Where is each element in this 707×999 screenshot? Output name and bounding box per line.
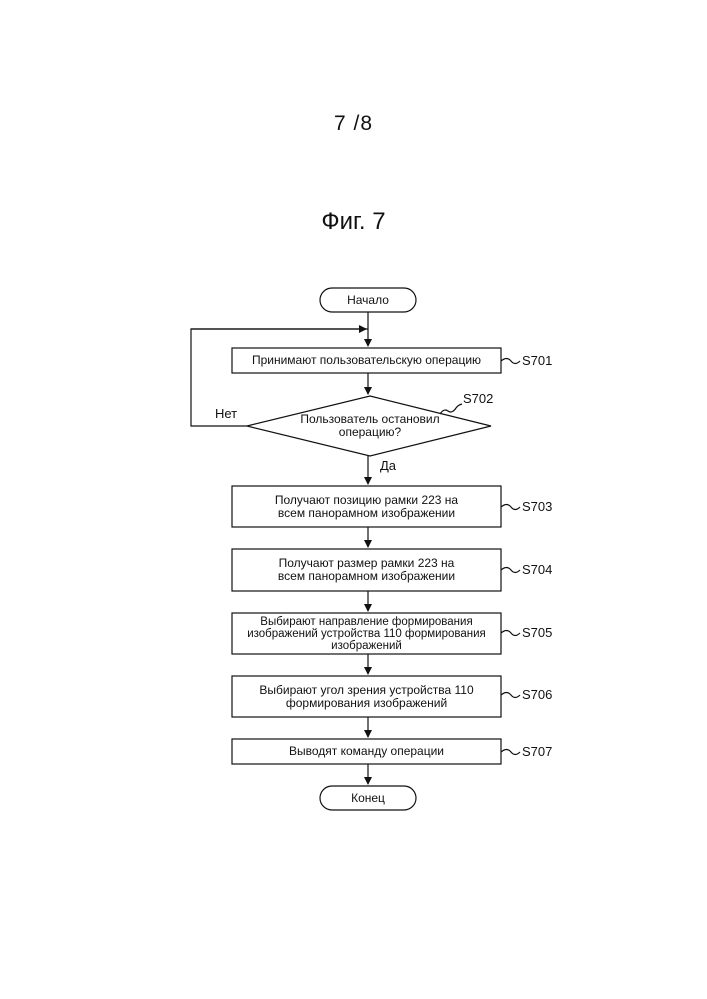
- step-line: Выбирают угол зрения устройства 110: [259, 684, 473, 697]
- step-text-s703: Получают позицию рамки 223 на всем панор…: [232, 486, 501, 527]
- step-line: Получают позицию рамки 223 на: [275, 494, 458, 507]
- step-line: всем панорамном изображении: [278, 570, 455, 583]
- start-label: Начало: [320, 288, 416, 312]
- yes-branch-label: Да: [380, 458, 396, 473]
- step-text-s706: Выбирают угол зрения устройства 110 форм…: [232, 676, 501, 717]
- step-line: Принимают пользовательскую операцию: [252, 354, 481, 367]
- step-text-s702: Пользователь остановил операцию?: [280, 410, 460, 442]
- step-id-s702: S702: [463, 391, 493, 406]
- step-line: изображений: [331, 640, 402, 652]
- step-line: Выводят команду операции: [289, 745, 444, 758]
- step-id-s705: S705: [522, 625, 552, 640]
- no-branch-label: Нет: [215, 406, 237, 421]
- step-text-s701: Принимают пользовательскую операцию: [232, 348, 501, 373]
- step-line: всем панорамном изображении: [278, 507, 455, 520]
- step-id-s704: S704: [522, 562, 552, 577]
- step-text-s705: Выбирают направление формирования изобра…: [232, 613, 501, 654]
- step-id-s701: S701: [522, 353, 552, 368]
- end-label: Конец: [320, 786, 416, 810]
- step-line: операцию?: [339, 426, 401, 439]
- step-line: формирования изображений: [286, 697, 447, 710]
- step-id-s707: S707: [522, 744, 552, 759]
- step-id-s703: S703: [522, 499, 552, 514]
- step-text-s707: Выводят команду операции: [232, 739, 501, 764]
- step-id-s706: S706: [522, 687, 552, 702]
- step-line: Выбирают направление формирования: [260, 616, 472, 628]
- step-text-s704: Получают размер рамки 223 на всем панора…: [232, 549, 501, 591]
- step-line: изображений устройства 110 формирования: [247, 628, 486, 640]
